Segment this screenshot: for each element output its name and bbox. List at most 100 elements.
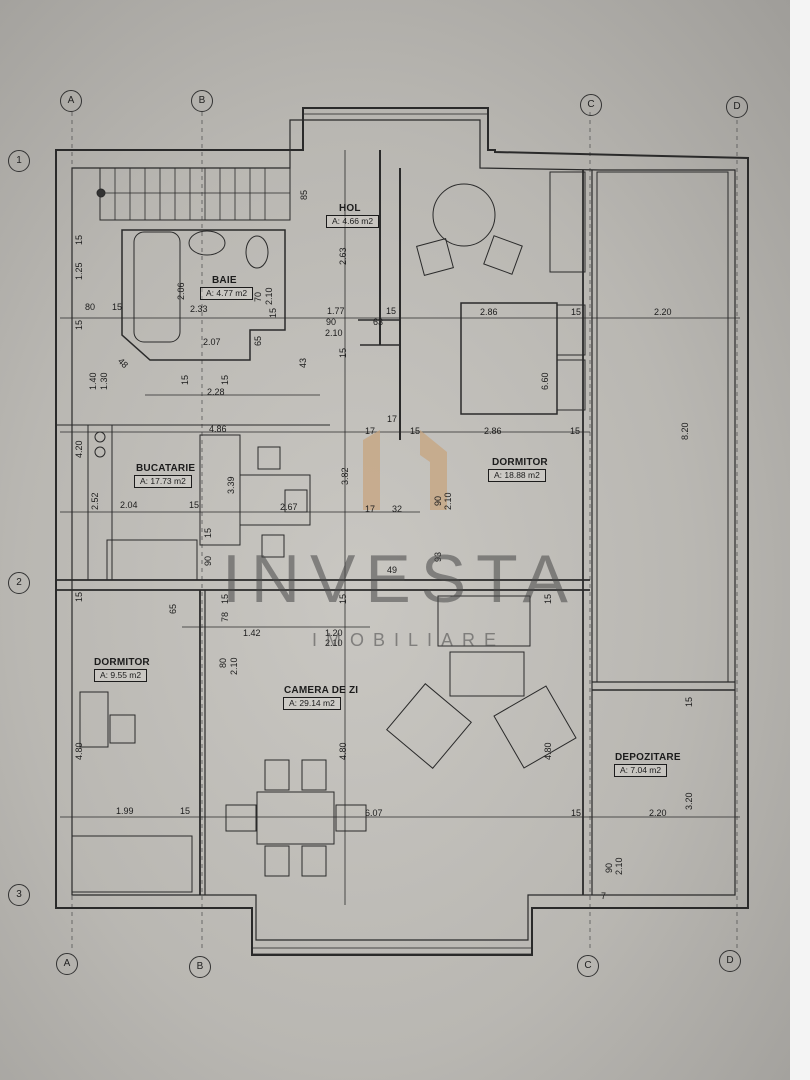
- dimension-label: 2.10: [614, 857, 624, 875]
- dimension-label: 4.86: [209, 424, 227, 434]
- dimension-label: 15: [386, 306, 397, 316]
- axis-marker-top-a: A: [60, 90, 82, 112]
- dimension-label: 65: [253, 335, 263, 346]
- dimension-label: 2.86: [484, 426, 502, 436]
- dimension-label: 2.10: [325, 638, 343, 648]
- dimension-label: 2.10: [443, 492, 453, 510]
- room-label-dormitor-large: DORMITOR: [492, 457, 548, 468]
- room-label-depozitare: DEPOZITARE: [615, 752, 681, 763]
- dimension-label: 15: [220, 374, 230, 385]
- dimension-label: 32: [392, 504, 403, 514]
- dimension-label: 65: [168, 603, 178, 614]
- room-area-camera-de-zi: A: 29.14 m2: [283, 697, 341, 710]
- room-label-dormitor-small: DORMITOR: [94, 657, 150, 668]
- dimension-label: 90: [433, 495, 443, 506]
- dimension-label: 15: [180, 374, 190, 385]
- dimension-label: 15: [74, 591, 84, 602]
- dimension-label: 2.63: [338, 247, 348, 265]
- dimension-label: 15: [189, 500, 200, 510]
- dimension-label: 2.10: [229, 657, 239, 675]
- dimension-label: 15: [74, 319, 84, 330]
- page-edge: [790, 0, 810, 1080]
- dimension-label: 1.99: [116, 806, 134, 816]
- axis-marker-row-2: 2: [8, 572, 30, 594]
- dimension-label: 2.06: [176, 282, 186, 300]
- axis-marker-top-c: C: [580, 94, 602, 116]
- dimension-label: 1.30: [99, 372, 109, 390]
- dimension-label: 85: [299, 189, 309, 200]
- dimension-label: 1.40: [88, 372, 98, 390]
- room-area-hol: A: 4.66 m2: [326, 215, 380, 228]
- dimension-label: 15: [570, 426, 581, 436]
- dimension-label: 17: [365, 504, 376, 514]
- dimension-label: 2.07: [203, 337, 221, 347]
- dimension-label: 6.60: [540, 372, 550, 390]
- watermark-subtitle: IMOBILIARE: [312, 630, 506, 650]
- dimension-label: 17: [387, 414, 398, 424]
- dimension-label: 1.25: [74, 262, 84, 280]
- dimension-label: 4.20: [74, 440, 84, 458]
- room-label-camera-de-zi: CAMERA DE ZI: [284, 685, 359, 696]
- axis-marker-bottom-c: C: [577, 955, 599, 977]
- dimension-label: 8.20: [680, 422, 690, 440]
- room-label-baie: BAIE: [212, 275, 237, 286]
- dimension-label: 2.04: [120, 500, 138, 510]
- dimension-label: 2.67: [280, 502, 298, 512]
- dimension-label: 2.10: [325, 328, 343, 338]
- dimension-label: 63: [373, 317, 384, 327]
- dimension-label: 15: [571, 808, 582, 818]
- dimension-label: 80: [85, 302, 96, 312]
- dimension-label: 1.20: [325, 628, 343, 638]
- investa-logo-icon: [363, 430, 447, 510]
- dimension-label: 3.39: [226, 476, 236, 494]
- dimension-label: 15: [203, 527, 213, 538]
- dimension-label: 6.07: [365, 808, 383, 818]
- dimension-label: 43: [298, 357, 308, 368]
- dimension-label: 2.10: [264, 287, 274, 305]
- dimension-label: 7: [601, 891, 607, 901]
- room-area-bucatarie: A: 17.73 m2: [134, 475, 192, 488]
- dimension-label: 2.52: [90, 492, 100, 510]
- axis-marker-top-d: D: [726, 96, 748, 118]
- dimension-label: 4.80: [543, 742, 553, 760]
- room-area-dormitor-small: A: 9.55 m2: [94, 669, 148, 682]
- dimension-label: 3.20: [684, 792, 694, 810]
- room-label-hol: HOL: [339, 203, 361, 214]
- dimension-label: 1.42: [243, 628, 261, 638]
- floor-plan-drawing: [55, 107, 749, 956]
- room-area-dormitor-large: A: 18.88 m2: [488, 469, 546, 482]
- axis-marker-row-1: 1: [8, 150, 30, 172]
- dimension-label: 1.77: [327, 306, 345, 316]
- axis-marker-bottom-b: B: [189, 956, 211, 978]
- dimension-label: 90: [203, 555, 213, 566]
- dimension-label: 15: [571, 307, 582, 317]
- axis-marker-row-3: 3: [8, 884, 30, 906]
- dimension-label: 17: [365, 426, 376, 436]
- dimension-label: 90: [604, 862, 614, 873]
- room-area-baie: A: 4.77 m2: [200, 287, 254, 300]
- dimension-label: 15: [268, 307, 278, 318]
- dimension-label: 80: [218, 657, 228, 668]
- dimension-label: 2.28: [207, 387, 225, 397]
- dimension-label: 49: [387, 565, 398, 575]
- dimension-label: 2.20: [649, 808, 667, 818]
- dimension-label: 4.80: [338, 742, 348, 760]
- dimension-label: 3.82: [340, 467, 350, 485]
- dimension-label: 2.20: [654, 307, 672, 317]
- dimension-label: 70: [253, 291, 263, 302]
- axis-marker-top-b: B: [191, 90, 213, 112]
- watermark-title: INVESTA: [222, 541, 578, 617]
- dimension-label: 15: [74, 234, 84, 245]
- room-area-depozitare: A: 7.04 m2: [614, 764, 668, 777]
- dimension-label: 15: [112, 302, 123, 312]
- dimension-label: 15: [410, 426, 421, 436]
- dimension-label: 4.80: [74, 742, 84, 760]
- dimension-label: 15: [684, 696, 694, 707]
- dimension-label: 2.33: [190, 304, 208, 314]
- axis-marker-bottom-d: D: [719, 950, 741, 972]
- dimension-label: 15: [338, 347, 348, 358]
- dimension-label: 15: [180, 806, 191, 816]
- room-label-bucatarie: BUCATARIE: [136, 463, 196, 474]
- dimension-label: 2.86: [480, 307, 498, 317]
- axis-marker-bottom-a: A: [56, 953, 78, 975]
